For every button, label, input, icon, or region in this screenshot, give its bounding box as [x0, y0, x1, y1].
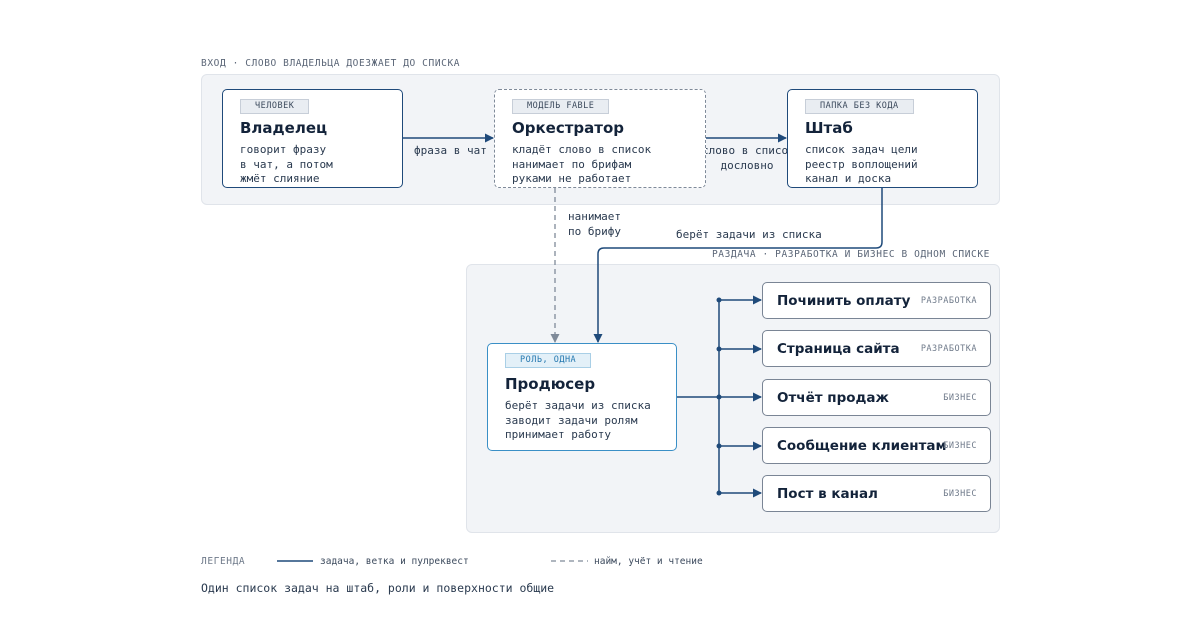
- legend-title: ЛЕГЕНДА: [201, 556, 246, 567]
- edge-label-orchestrator-hq: слово в список дословно: [702, 143, 795, 173]
- node-orchestrator-title: Оркестратор: [512, 119, 625, 137]
- edge-label-line: нанимает: [568, 210, 621, 223]
- task-card[interactable]: Отчёт продаж БИЗНЕС: [762, 379, 991, 416]
- edge-label-line: по брифу: [568, 225, 621, 238]
- task-badge: РАЗРАБОТКА: [920, 296, 977, 306]
- desc-line: список задач цели: [805, 143, 918, 156]
- task-card[interactable]: Сообщение клиентам БИЗНЕС: [762, 427, 991, 464]
- node-hq[interactable]: ПАПКА БЕЗ КОДА Штаб список задач цели ре…: [787, 89, 978, 188]
- desc-line: берёт задачи из списка: [505, 399, 651, 412]
- node-producer-title: Продюсер: [505, 375, 596, 393]
- task-title: Пост в канал: [777, 486, 878, 502]
- desc-line: принимает работу: [505, 428, 611, 441]
- desc-line: говорит фразу: [240, 143, 327, 156]
- task-title: Отчёт продаж: [777, 390, 889, 406]
- junction-dot: [716, 297, 722, 303]
- node-hq-desc: список задач цели реестр воплощений кана…: [805, 143, 918, 187]
- dispatch-group-label: РАЗДАЧА · РАЗРАБОТКА И БИЗНЕС В ОДНОМ СП…: [711, 249, 990, 260]
- junction-dot: [716, 346, 722, 352]
- desc-line: канал и доска: [805, 172, 892, 185]
- task-badge: БИЗНЕС: [943, 393, 977, 403]
- junction-dot: [716, 394, 722, 400]
- edge-label-owner-orchestrator: фраза в чат: [414, 144, 487, 157]
- desc-line: кладёт слово в список: [512, 143, 652, 156]
- desc-line: жмёт слияние: [240, 172, 320, 185]
- node-orchestrator-tag: МОДЕЛЬ FABLE: [512, 99, 610, 114]
- task-title: Сообщение клиентам: [777, 438, 947, 454]
- desc-line: в чат, а потом: [240, 157, 333, 171]
- node-producer[interactable]: РОЛЬ, ОДНА Продюсер берёт задачи из спис…: [487, 343, 677, 451]
- junction-dot: [716, 490, 722, 496]
- edge-label-orchestrator-producer: нанимает по брифу: [568, 209, 621, 239]
- input-group-label: ВХОД · СЛОВО ВЛАДЕЛЬЦА ДОЕЗЖАЕТ ДО СПИСК…: [201, 58, 461, 69]
- node-producer-tag: РОЛЬ, ОДНА: [505, 353, 592, 368]
- node-owner-tag: ЧЕЛОВЕК: [240, 99, 310, 114]
- junction-dot: [716, 443, 722, 449]
- footer-caption: Один список задач на штаб, роли и поверх…: [201, 581, 555, 595]
- node-producer-desc: берёт задачи из списка заводит задачи ро…: [505, 399, 651, 443]
- node-hq-tag: ПАПКА БЕЗ КОДА: [805, 99, 914, 114]
- task-badge: РАЗРАБОТКА: [920, 344, 977, 354]
- edge-label-line: дословно: [720, 159, 774, 172]
- edge-label-hq-producer: берёт задачи из списка: [676, 228, 822, 241]
- desc-line: руками не работает: [512, 172, 632, 185]
- edge-label-line: слово в список: [702, 144, 795, 157]
- task-card[interactable]: Страница сайта РАЗРАБОТКА: [762, 330, 991, 367]
- node-orchestrator-desc: кладёт слово в список нанимает по брифам…: [512, 143, 651, 187]
- node-hq-title: Штаб: [805, 119, 853, 137]
- task-title: Страница сайта: [777, 341, 900, 357]
- task-badge: БИЗНЕС: [943, 489, 977, 499]
- bus-branches: [716, 295, 762, 498]
- legend-dashed-text: найм, учёт и чтение: [594, 556, 703, 567]
- node-orchestrator[interactable]: МОДЕЛЬ FABLE Оркестратор кладёт слово в …: [494, 89, 706, 188]
- legend-solid-text: задача, ветка и пулреквест: [320, 556, 469, 567]
- node-owner-title: Владелец: [240, 119, 328, 137]
- task-card[interactable]: Починить оплату РАЗРАБОТКА: [762, 282, 991, 319]
- task-title: Починить оплату: [777, 293, 911, 309]
- desc-line: реестр воплощений: [805, 157, 918, 171]
- task-card[interactable]: Пост в канал БИЗНЕС: [762, 475, 991, 512]
- edge-hq-producer: [593, 188, 883, 343]
- desc-line: заводит задачи ролям: [505, 413, 638, 427]
- node-owner[interactable]: ЧЕЛОВЕК Владелец говорит фразу в чат, а …: [222, 89, 403, 188]
- task-badge: БИЗНЕС: [943, 441, 977, 451]
- desc-line: нанимает по брифам: [512, 157, 632, 171]
- node-owner-desc: говорит фразу в чат, а потом жмёт слияни…: [240, 143, 333, 187]
